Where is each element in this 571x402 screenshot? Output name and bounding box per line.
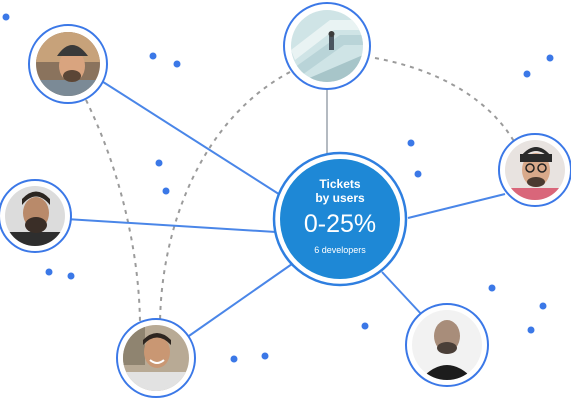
dashed-link-topleft-bottomleft xyxy=(85,99,141,328)
hub-node xyxy=(272,151,408,287)
person-glasses-photo-icon[interactable] xyxy=(498,133,571,207)
link-bottomright-hub xyxy=(381,271,424,317)
hub-title-line2: by users xyxy=(315,191,365,205)
decorative-dots xyxy=(2,13,554,363)
link-topleft-hub xyxy=(99,79,286,199)
dashed-link-topcenter-right xyxy=(374,57,516,144)
hub-caption: 6 developers xyxy=(314,245,366,255)
person-beard-photo-icon[interactable] xyxy=(0,179,72,253)
link-left-hub xyxy=(65,218,277,233)
person-bald-photo-icon[interactable] xyxy=(405,303,489,387)
person-beanie-photo-icon[interactable] xyxy=(28,24,108,104)
link-bottomleft-hub xyxy=(185,263,293,339)
dashed-link-topcenter-bottomleft xyxy=(159,71,291,328)
link-right-hub xyxy=(407,193,506,219)
hub-title: Tickets by users xyxy=(290,177,390,205)
hub-value: 0-25% xyxy=(303,210,377,238)
person-stairs-photo-icon[interactable] xyxy=(283,2,371,90)
hub-title-line1: Tickets xyxy=(319,177,361,191)
person-smiling-photo-icon[interactable] xyxy=(116,318,196,398)
